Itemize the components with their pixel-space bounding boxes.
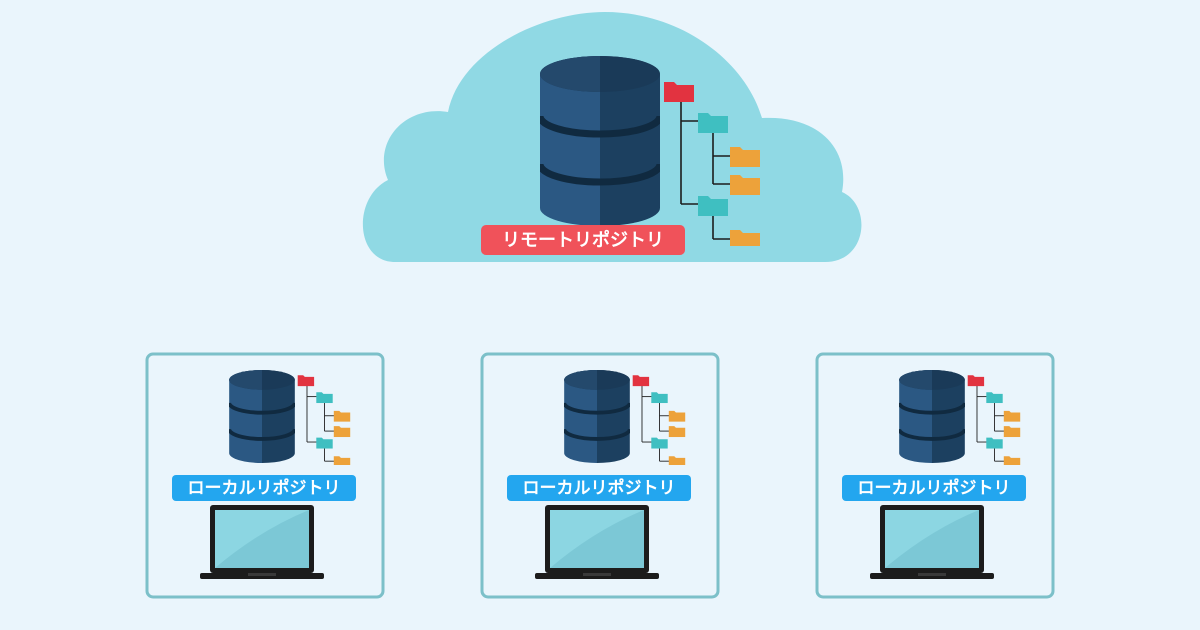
- laptop-icon: [200, 505, 324, 579]
- local-repository-1: ローカルリポジトリ: [145, 352, 385, 599]
- local-label: ローカルリポジトリ: [523, 478, 676, 499]
- local-repository-3: ローカルリポジトリ: [815, 352, 1055, 599]
- laptop-icon: [535, 505, 659, 579]
- local-label-badge: [842, 475, 1026, 501]
- database-icon: [899, 370, 965, 463]
- local-label: ローカルリポジトリ: [188, 478, 341, 499]
- local-label-badge: [507, 475, 691, 501]
- database-icon: [564, 370, 630, 463]
- database-icon: [229, 370, 295, 463]
- laptop-icon: [870, 505, 994, 579]
- local-label-badge: [172, 475, 356, 501]
- remote-label: リモートリポジトリ: [502, 229, 664, 251]
- remote-label-badge: [481, 225, 685, 255]
- remote-repository: リモートリポジトリ: [362, 12, 862, 262]
- local-repository-2: ローカルリポジトリ: [480, 352, 720, 599]
- database-icon: [540, 56, 660, 226]
- local-label: ローカルリポジトリ: [858, 478, 1011, 499]
